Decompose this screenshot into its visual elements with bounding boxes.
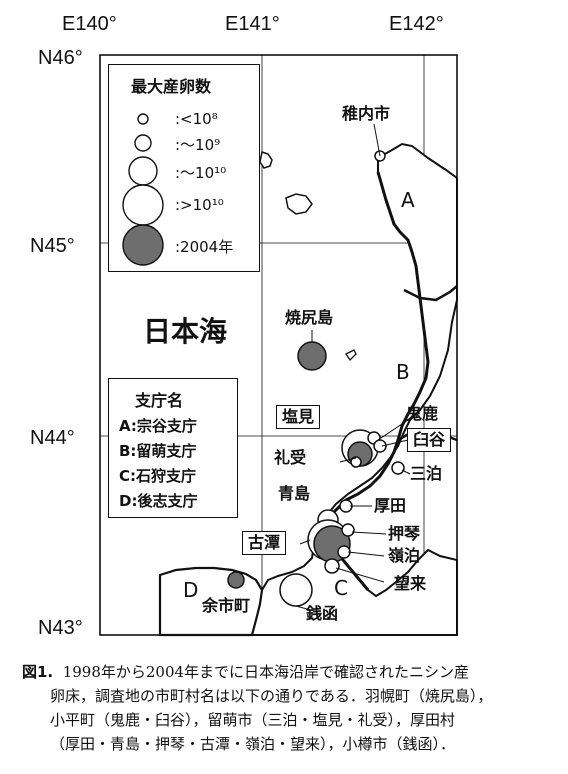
yoichi-2004-marker: [227, 571, 245, 589]
region-letter-d: D: [183, 578, 199, 602]
caption-line-2: 卵床，調査地の市町村名は以下の通りである．羽幌町（焼尻島），: [50, 687, 493, 705]
place-usuya: 臼谷: [407, 428, 452, 452]
figure-label: 図1.: [22, 663, 54, 681]
legend-label-2004: :2004年: [175, 238, 234, 256]
prefecture-item-c: C:石狩支庁: [119, 467, 197, 485]
prefecture-legend: 支庁名 A:宗谷支庁 B:留萌支庁 C:石狩支庁 D:後志支庁: [108, 378, 238, 518]
place-ohtaru: 押琴: [388, 524, 421, 543]
rishiri-island: [259, 151, 273, 169]
place-furutan: 古潭: [242, 531, 287, 555]
prefecture-item-b: B:留萌支庁: [119, 442, 197, 460]
place-aoshima: 青島: [278, 484, 311, 503]
place-zenibako: 銭函: [306, 604, 339, 623]
teuri-island: [345, 349, 357, 362]
legend-circle-1e10: [128, 156, 158, 186]
rebun-island: [285, 193, 313, 215]
size-legend-symbols: [122, 113, 164, 266]
legend-circle-1e8: [137, 113, 149, 125]
wakkanai-leader: [373, 123, 381, 157]
hokkaido-land: [248, 142, 458, 636]
caption-line-3: 小平町（鬼鹿・臼谷），留萌市（三泊・塩見・礼受），厚田村: [50, 711, 456, 729]
prefecture-item-d: D:後志支庁: [119, 492, 198, 510]
legend-label-1e10: :～10¹⁰: [175, 164, 227, 182]
place-sanpomari: 三泊: [410, 464, 443, 483]
legend-circle-gt1e10: [122, 184, 164, 226]
legend-circle-2004: [122, 224, 164, 266]
boundary-a-b: [403, 285, 458, 302]
zenibako-marker: [279, 573, 313, 607]
latitude-label-43: N43°: [38, 617, 83, 639]
place-bourai: 望来: [394, 574, 427, 593]
legend-label-gt1e10: :>10¹⁰: [175, 196, 224, 214]
region-letter-b: B: [396, 360, 410, 384]
latitude-label-45: N45°: [30, 235, 75, 257]
longitude-label-141: E141°: [225, 13, 280, 35]
place-reuke: 礼受: [274, 448, 307, 467]
place-shiomi: 塩見: [276, 405, 321, 429]
prefecture-item-a: A:宗谷支庁: [119, 417, 197, 435]
prefecture-legend-title: 支庁名: [135, 391, 184, 410]
latitude-label-46: N46°: [38, 47, 83, 69]
yagishiri-2004-marker: [297, 341, 327, 371]
place-reitomari: 嶺泊: [388, 546, 421, 565]
sea-label: 日本海: [143, 315, 228, 348]
latitude-label-44: N44°: [30, 427, 75, 449]
place-atsuta: 厚田: [374, 496, 407, 515]
bourai-marker: [324, 558, 340, 574]
caption-line-4: （厚田・青島・押琴・古潭・嶺泊・望来），小樽市（銭函）．: [50, 735, 456, 753]
place-wakkanai: 稚内市: [342, 104, 391, 123]
region-letter-c: C: [334, 576, 348, 600]
place-onishika: 鬼鹿: [406, 404, 439, 423]
usuya-marker: [373, 439, 387, 453]
ohtaru-marker: [341, 523, 355, 537]
caption-line-1: 1998年から2004年までに日本海沿岸で確認されたニシン産: [62, 663, 470, 681]
legend-circle-1e9: [134, 134, 152, 152]
legend-label-1e8: :<10⁸: [175, 110, 218, 128]
longitude-label-140: E140°: [62, 13, 117, 35]
sanpomari-marker: [391, 461, 405, 475]
legend-label-1e9: :～10⁹: [175, 136, 221, 154]
size-legend: 最大産卵数 :<10⁸ :～10⁹ :～10¹⁰ :>10¹⁰ :2004年: [108, 64, 260, 272]
figure-caption: 図1. 1998年から2004年までに日本海沿岸で確認されたニシン産 卵床，調査…: [22, 660, 557, 756]
place-yagishiri: 焼尻島: [285, 308, 334, 327]
size-legend-title: 最大産卵数: [131, 77, 212, 96]
longitude-label-142: E142°: [389, 13, 444, 35]
place-yoichi: 余市町: [202, 596, 251, 615]
reuke-marker: [350, 456, 362, 468]
region-letter-a: A: [401, 188, 415, 212]
